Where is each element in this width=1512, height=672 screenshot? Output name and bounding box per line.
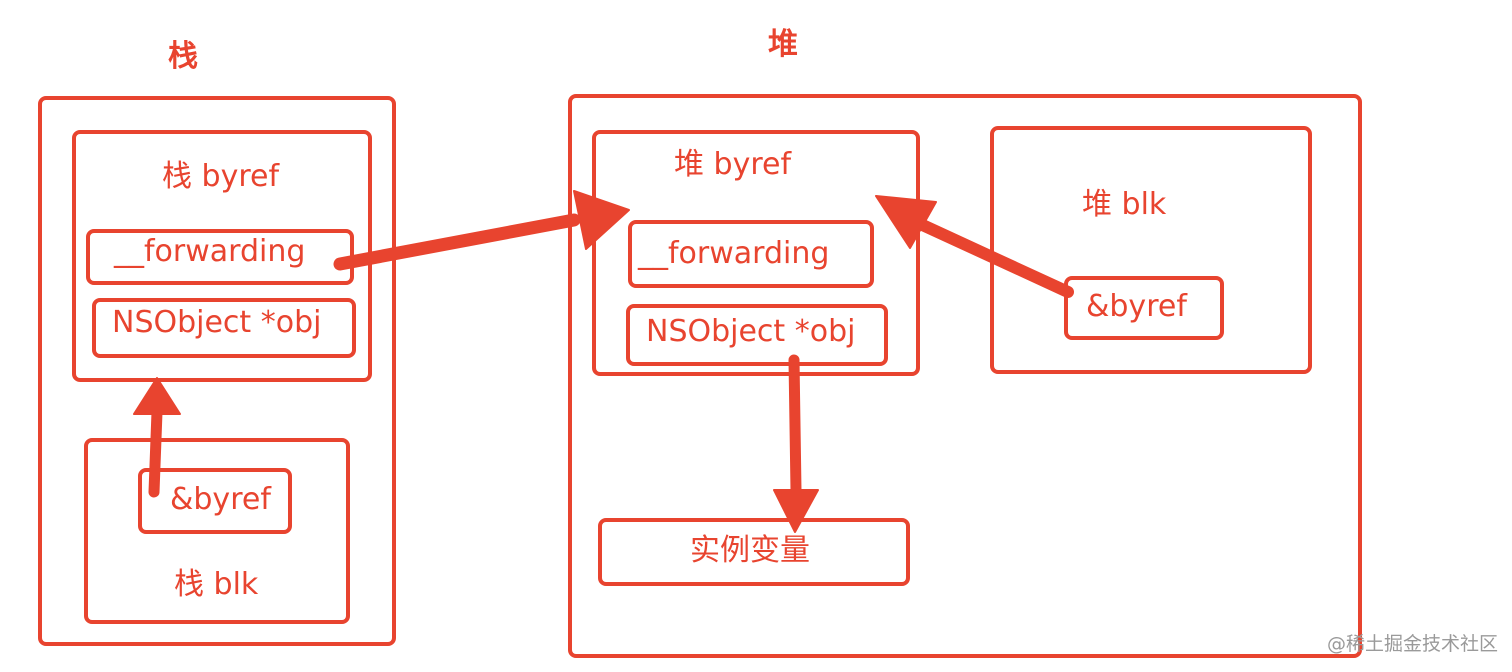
heap-obj-label: NSObject *obj [646, 314, 856, 349]
stack-blk-byref-field [138, 468, 292, 534]
stack-blk-title: 栈 blk [174, 567, 259, 602]
heap-title: 堆 [768, 27, 798, 62]
heap-blk-title: 堆 blk [1082, 187, 1167, 222]
heap-blk-byref-field [1064, 276, 1224, 340]
stack-forwarding-label: __forwarding [114, 234, 306, 269]
heap-blk-box [990, 126, 1312, 374]
stack-blk-byref-label: &byref [170, 482, 271, 517]
heap-byref-box [592, 130, 920, 376]
stack-region [38, 96, 396, 646]
arrow-head-heap-byref-from-heap-blk [875, 195, 937, 249]
heap-obj-field [626, 304, 888, 366]
stack-title: 栈 [168, 39, 198, 74]
arrow-head-instance-variable [773, 489, 819, 533]
arrow-head-heap-byref-from-stack [573, 190, 630, 250]
watermark: @稀土掘金技术社区 [1326, 633, 1498, 655]
instance-variable-label: 实例变量 [690, 533, 810, 568]
heap-byref-title: 堆 byref [674, 147, 792, 182]
instance-variable-box [598, 518, 910, 586]
arrow-stack-forwarding-to-heap-byref [333, 213, 581, 271]
heap-blk-byref-label: &byref [1086, 289, 1187, 324]
heap-forwarding-field [628, 220, 874, 288]
stack-blk-box [84, 438, 350, 624]
arrow-heap-obj-to-instance-variable [788, 354, 802, 496]
arrow-head-stack-byref-from-stack-blk [133, 377, 181, 415]
heap-forwarding-label: __forwarding [638, 236, 830, 271]
stack-obj-field [92, 298, 356, 358]
arrow-heap-blk-to-heap-byref [910, 216, 1074, 298]
arrow-stack-blk-to-stack-byref [148, 406, 163, 498]
stack-byref-title: 栈 byref [162, 159, 280, 194]
heap-region [568, 94, 1362, 658]
stack-obj-label: NSObject *obj [112, 305, 322, 340]
